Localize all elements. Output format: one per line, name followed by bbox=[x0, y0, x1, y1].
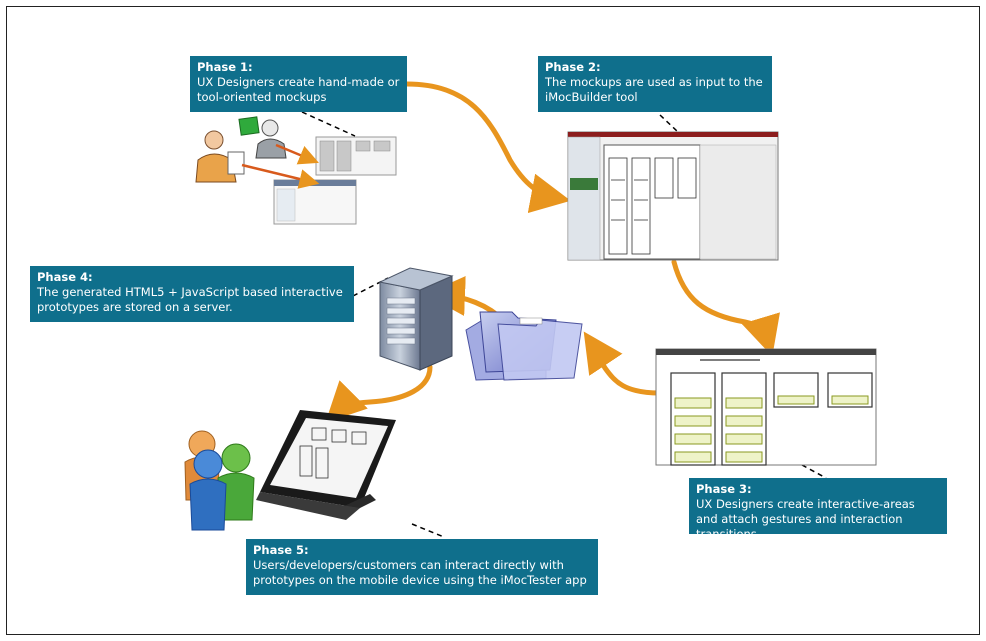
arrow-phase3-to-folders bbox=[583, 331, 663, 396]
phase-3-title: Phase 3: bbox=[696, 482, 752, 496]
phase-5-title: Phase 5: bbox=[253, 543, 309, 557]
phase-1-box: Phase 1: UX Designers create hand-made o… bbox=[190, 56, 407, 112]
arrow-server-to-tablet bbox=[325, 364, 433, 423]
designer-figures-icon bbox=[195, 116, 397, 225]
phase-1-text: UX Designers create hand-made or tool-or… bbox=[197, 75, 400, 104]
phase-2-text: The mockups are used as input to the iMo… bbox=[545, 75, 763, 104]
folders-icon bbox=[465, 311, 583, 381]
phase-1-title: Phase 1: bbox=[197, 60, 253, 74]
imocbuilder-screenshot bbox=[567, 131, 779, 261]
phase-4-box: Phase 4: The generated HTML5 + JavaScrip… bbox=[30, 266, 354, 322]
arrow-phase2-to-phase3 bbox=[671, 259, 780, 357]
leader-lines bbox=[301, 111, 827, 538]
phase-3-text: UX Designers create interactive-areas an… bbox=[696, 497, 915, 541]
phase-4-text: The generated HTML5 + JavaScript based i… bbox=[37, 285, 343, 314]
interactive-areas-sketch bbox=[655, 348, 877, 466]
phase-5-box: Phase 5: Users/developers/customers can … bbox=[246, 539, 598, 595]
phase-2-title: Phase 2: bbox=[545, 60, 601, 74]
server-tower-icon bbox=[378, 267, 454, 371]
phase-4-title: Phase 4: bbox=[37, 270, 93, 284]
tablet-device-icon bbox=[256, 410, 396, 520]
phase-3-box: Phase 3: UX Designers create interactive… bbox=[689, 478, 947, 541]
phase-5-text: Users/developers/customers can interact … bbox=[253, 558, 587, 587]
diagram-frame bbox=[6, 6, 980, 635]
arrow-phase1-to-phase2 bbox=[404, 81, 571, 214]
phase-2-box: Phase 2: The mockups are used as input t… bbox=[538, 56, 772, 112]
users-group-icon bbox=[184, 430, 255, 531]
